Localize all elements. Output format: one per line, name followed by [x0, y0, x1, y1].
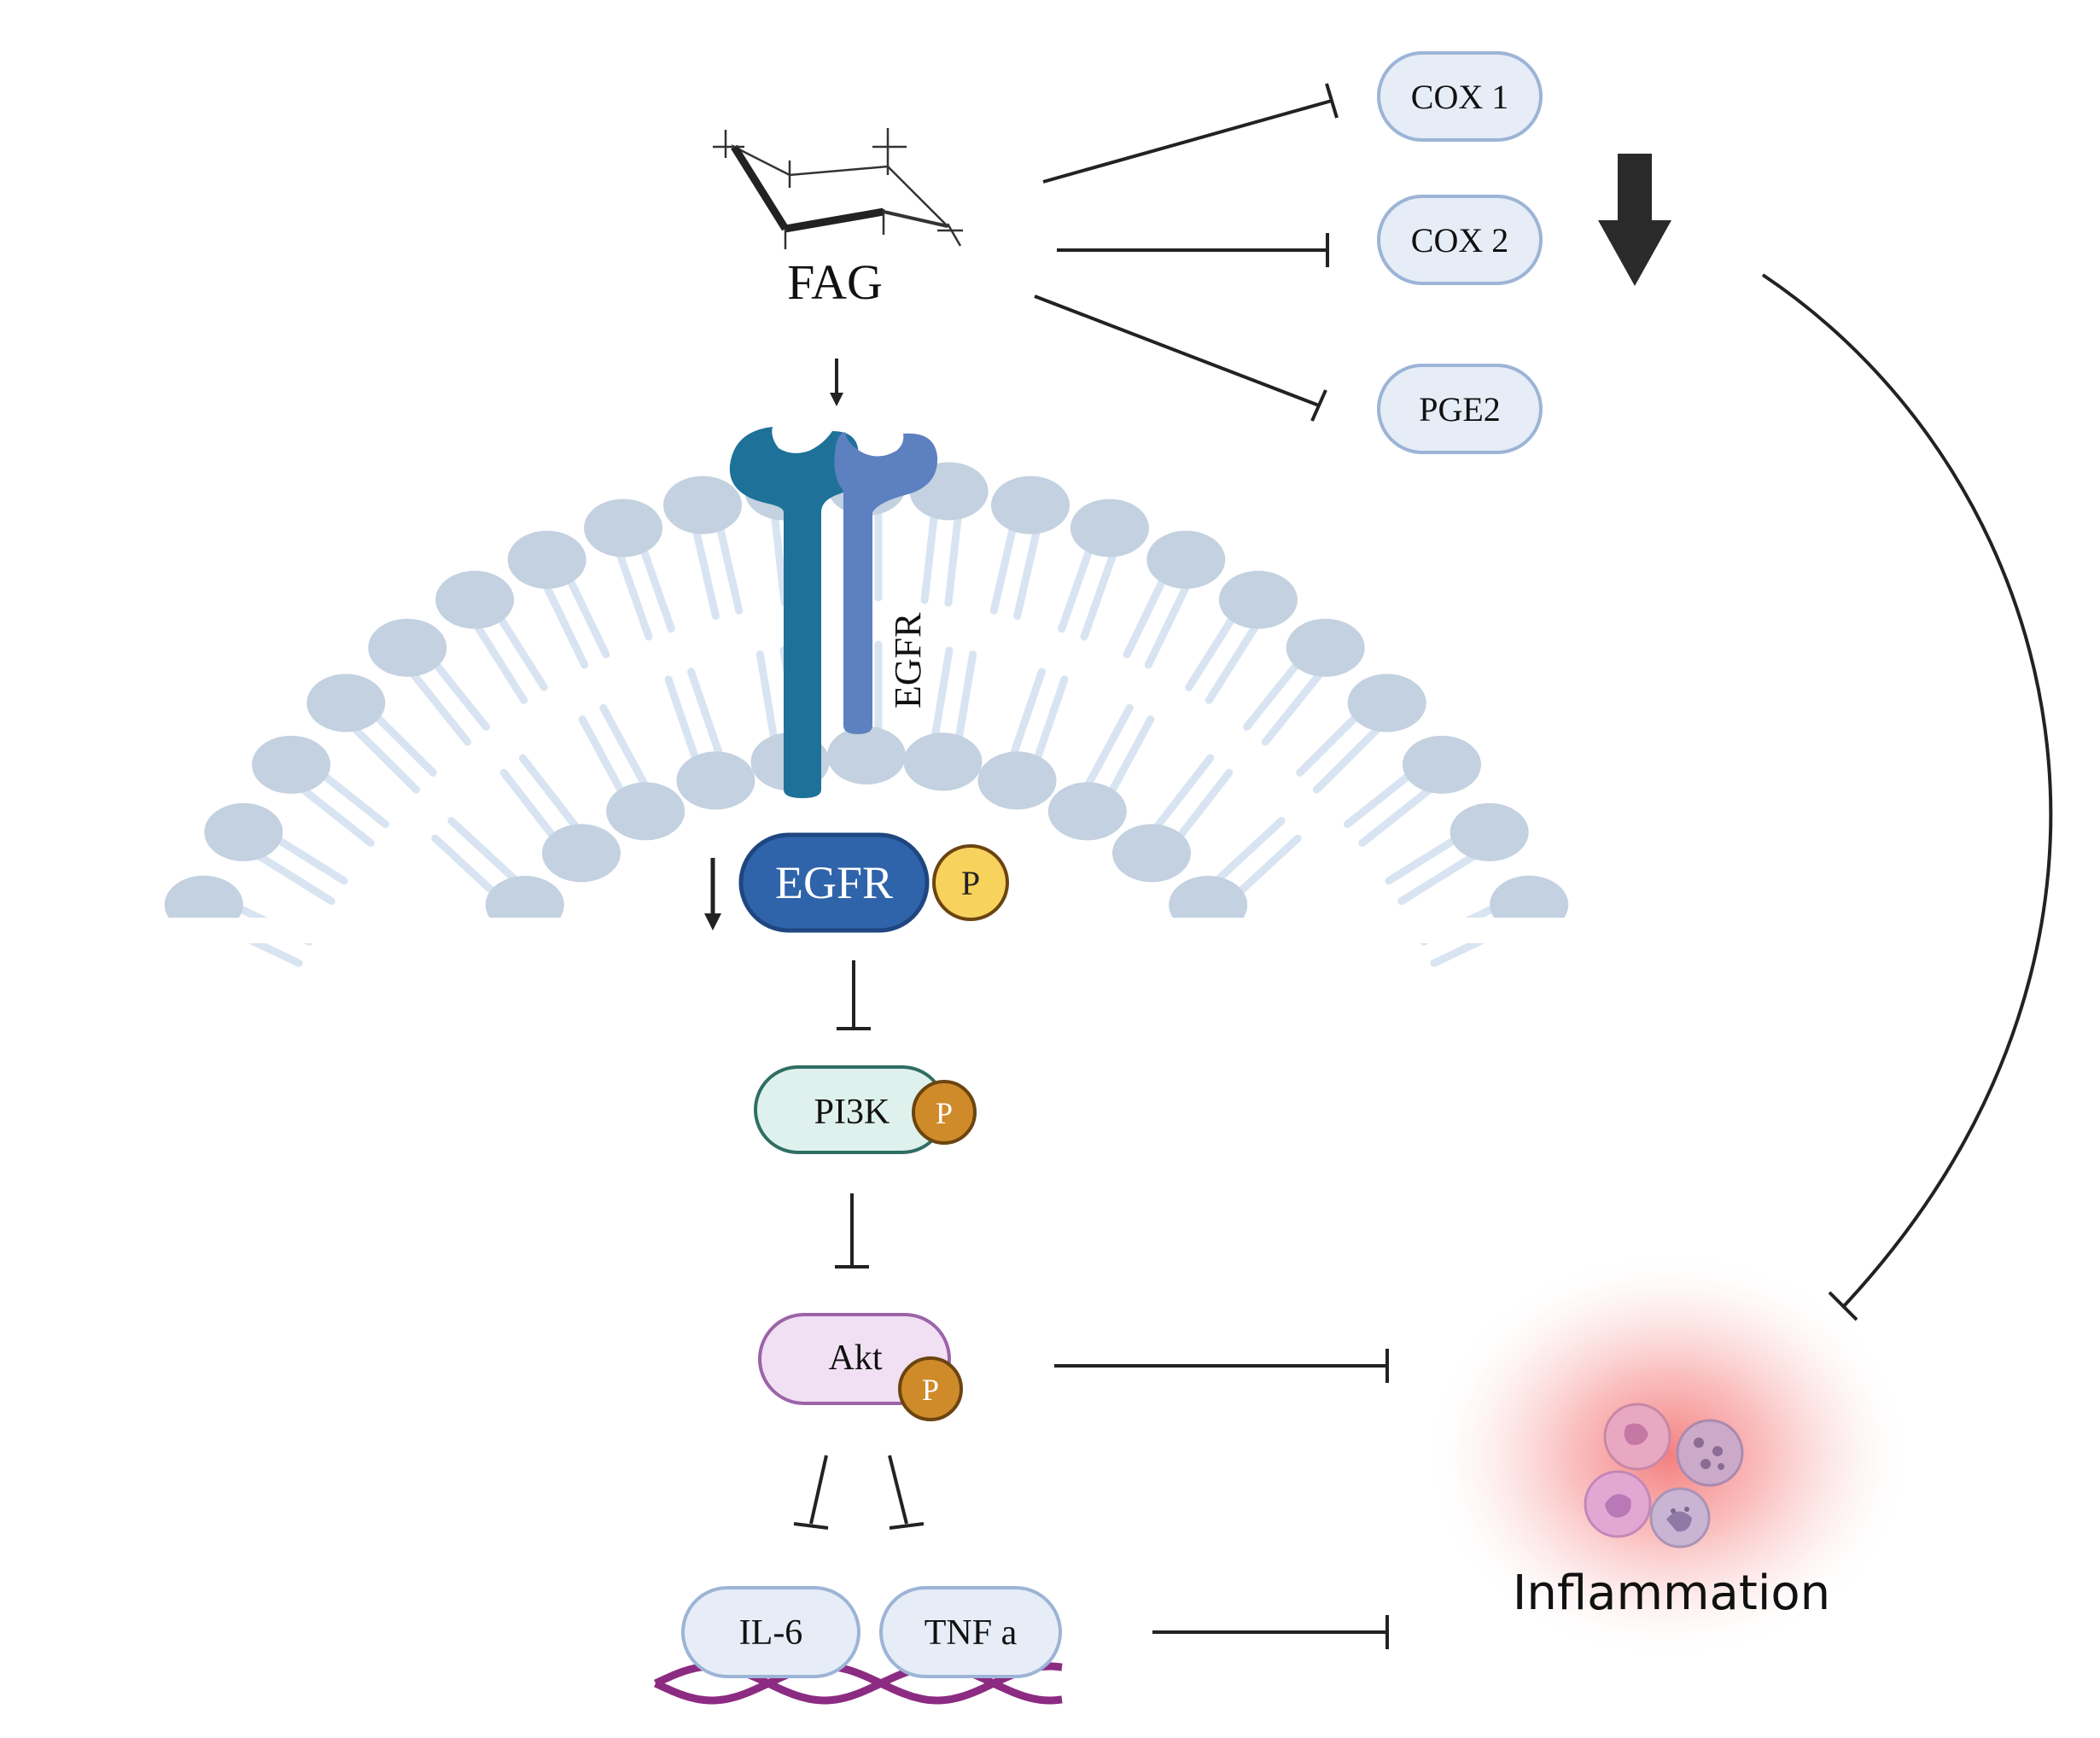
phospho-egfr-node: EGFR P [738, 832, 1009, 933]
cox2-label: COX 2 [1411, 221, 1508, 260]
pge2-label: PGE2 [1419, 390, 1501, 429]
egfr-node-label: EGFR [775, 857, 893, 908]
egfr-inhibits-pi3k [837, 960, 871, 1030]
pge2-node: PGE2 [1377, 364, 1543, 454]
lipid-head [1218, 570, 1298, 629]
akt-phospho-label: P [922, 1373, 939, 1407]
lipid-head [435, 570, 515, 629]
lipid-bilayer [0, 458, 2100, 967]
cytokines-inhibit-inflammation [1152, 1615, 1389, 1649]
pi3k-phospho-label: P [936, 1096, 953, 1130]
lipid-head [977, 751, 1057, 810]
akt-inhibits-cytokines [793, 1455, 925, 1530]
pi3k-label: PI3K [814, 1093, 890, 1132]
akt-label: Akt [829, 1338, 883, 1378]
cox1-label: COX 1 [1411, 78, 1508, 116]
lipid-head [252, 735, 331, 794]
lipid-head [903, 732, 983, 791]
egfr-receptor: EGFR [729, 427, 938, 798]
pi3k-inhibits-akt [835, 1193, 869, 1269]
lipid-head [676, 751, 755, 810]
lipid-head [1047, 782, 1127, 841]
akt-node: Akt P [758, 1313, 963, 1421]
fag-inhibits-cox1 [1042, 83, 1339, 184]
lipid-head [1450, 802, 1529, 861]
lipid-head [306, 674, 386, 732]
lipid-head [204, 802, 283, 861]
receptor-left-subunit [729, 427, 859, 798]
cox-pge2-inhibit-inflammation [1761, 273, 2053, 1321]
fag-inhibits-cox2 [1057, 233, 1329, 267]
il6-label: IL-6 [739, 1613, 803, 1653]
lipid-head [584, 499, 663, 557]
decrease-arrow-icon [1598, 154, 1671, 286]
lipid-head [990, 475, 1070, 534]
lipid-head [1402, 735, 1481, 794]
lipid-head [827, 726, 906, 784]
lipid-head [1347, 674, 1426, 732]
lipid-head [606, 782, 685, 841]
inflammation-cluster: Inflammation [1426, 1251, 1912, 1660]
pi3k-node: PI3K P [754, 1065, 977, 1154]
cox1-node: COX 1 [1377, 51, 1543, 142]
egfr-phospho-label: P [961, 864, 980, 902]
lipid-head [1286, 618, 1365, 677]
lipid-head [1146, 530, 1226, 589]
fag-inhibits-pge2 [1034, 295, 1327, 422]
akt-inhibits-inflammation [1054, 1349, 1389, 1383]
cox2-node: COX 2 [1377, 195, 1543, 285]
fag-label: FAG [787, 254, 883, 310]
inflammation-glow [1426, 1251, 1912, 1660]
lipid-head [368, 618, 447, 677]
inflammation-label: Inflammation [1513, 1566, 1830, 1621]
lipid-head [663, 475, 743, 534]
lipid-head [1112, 824, 1192, 883]
lipid-head [541, 824, 621, 883]
tnfa-node: TNF a [879, 1586, 1062, 1678]
lipid-head [1070, 499, 1149, 557]
receptor-label: EGFR [887, 612, 929, 709]
tnfa-label: TNF a [925, 1613, 1018, 1653]
immune-cells-icon [1584, 1403, 1744, 1548]
receptor-right-subunit [834, 432, 938, 734]
il6-node: IL-6 [681, 1586, 860, 1678]
fag-molecule-icon [713, 128, 963, 249]
lipid-head [507, 530, 586, 589]
